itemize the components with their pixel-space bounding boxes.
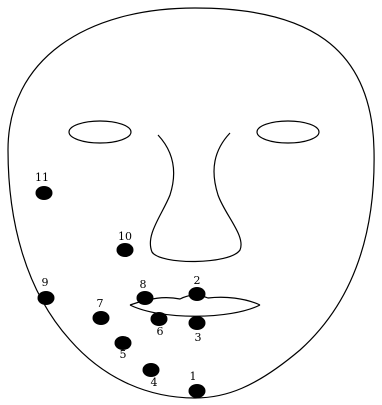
marker-label-1: 1 bbox=[190, 370, 197, 383]
right-eye bbox=[257, 121, 319, 143]
marker-label-10: 10 bbox=[118, 230, 132, 243]
marker-dot-6 bbox=[151, 312, 168, 326]
marker-dot-10 bbox=[117, 243, 134, 257]
marker-label-7: 7 bbox=[97, 297, 104, 310]
marker-dot-11 bbox=[36, 186, 53, 200]
face-outline bbox=[8, 8, 374, 398]
marker-label-5: 5 bbox=[120, 348, 127, 361]
marker-label-2: 2 bbox=[194, 274, 201, 287]
marker-dot-8 bbox=[137, 291, 154, 305]
marker-label-8: 8 bbox=[140, 278, 147, 291]
marker-dot-3 bbox=[189, 316, 206, 330]
marker-points: 1 2 3 4 5 6 7 8 9 10 11 bbox=[35, 171, 206, 398]
marker-dot-2 bbox=[189, 287, 206, 301]
marker-label-11: 11 bbox=[35, 171, 49, 184]
marker-label-4: 4 bbox=[151, 376, 158, 389]
nose bbox=[150, 133, 241, 262]
marker-label-3: 3 bbox=[195, 331, 202, 344]
marker-label-6: 6 bbox=[157, 325, 164, 338]
marker-dot-7 bbox=[93, 311, 110, 325]
marker-dot-1 bbox=[189, 384, 206, 398]
left-eye bbox=[69, 121, 131, 143]
marker-dot-4 bbox=[143, 363, 160, 377]
lower-lip bbox=[130, 305, 260, 316]
marker-label-9: 9 bbox=[42, 276, 49, 289]
marker-dot-9 bbox=[38, 291, 55, 305]
